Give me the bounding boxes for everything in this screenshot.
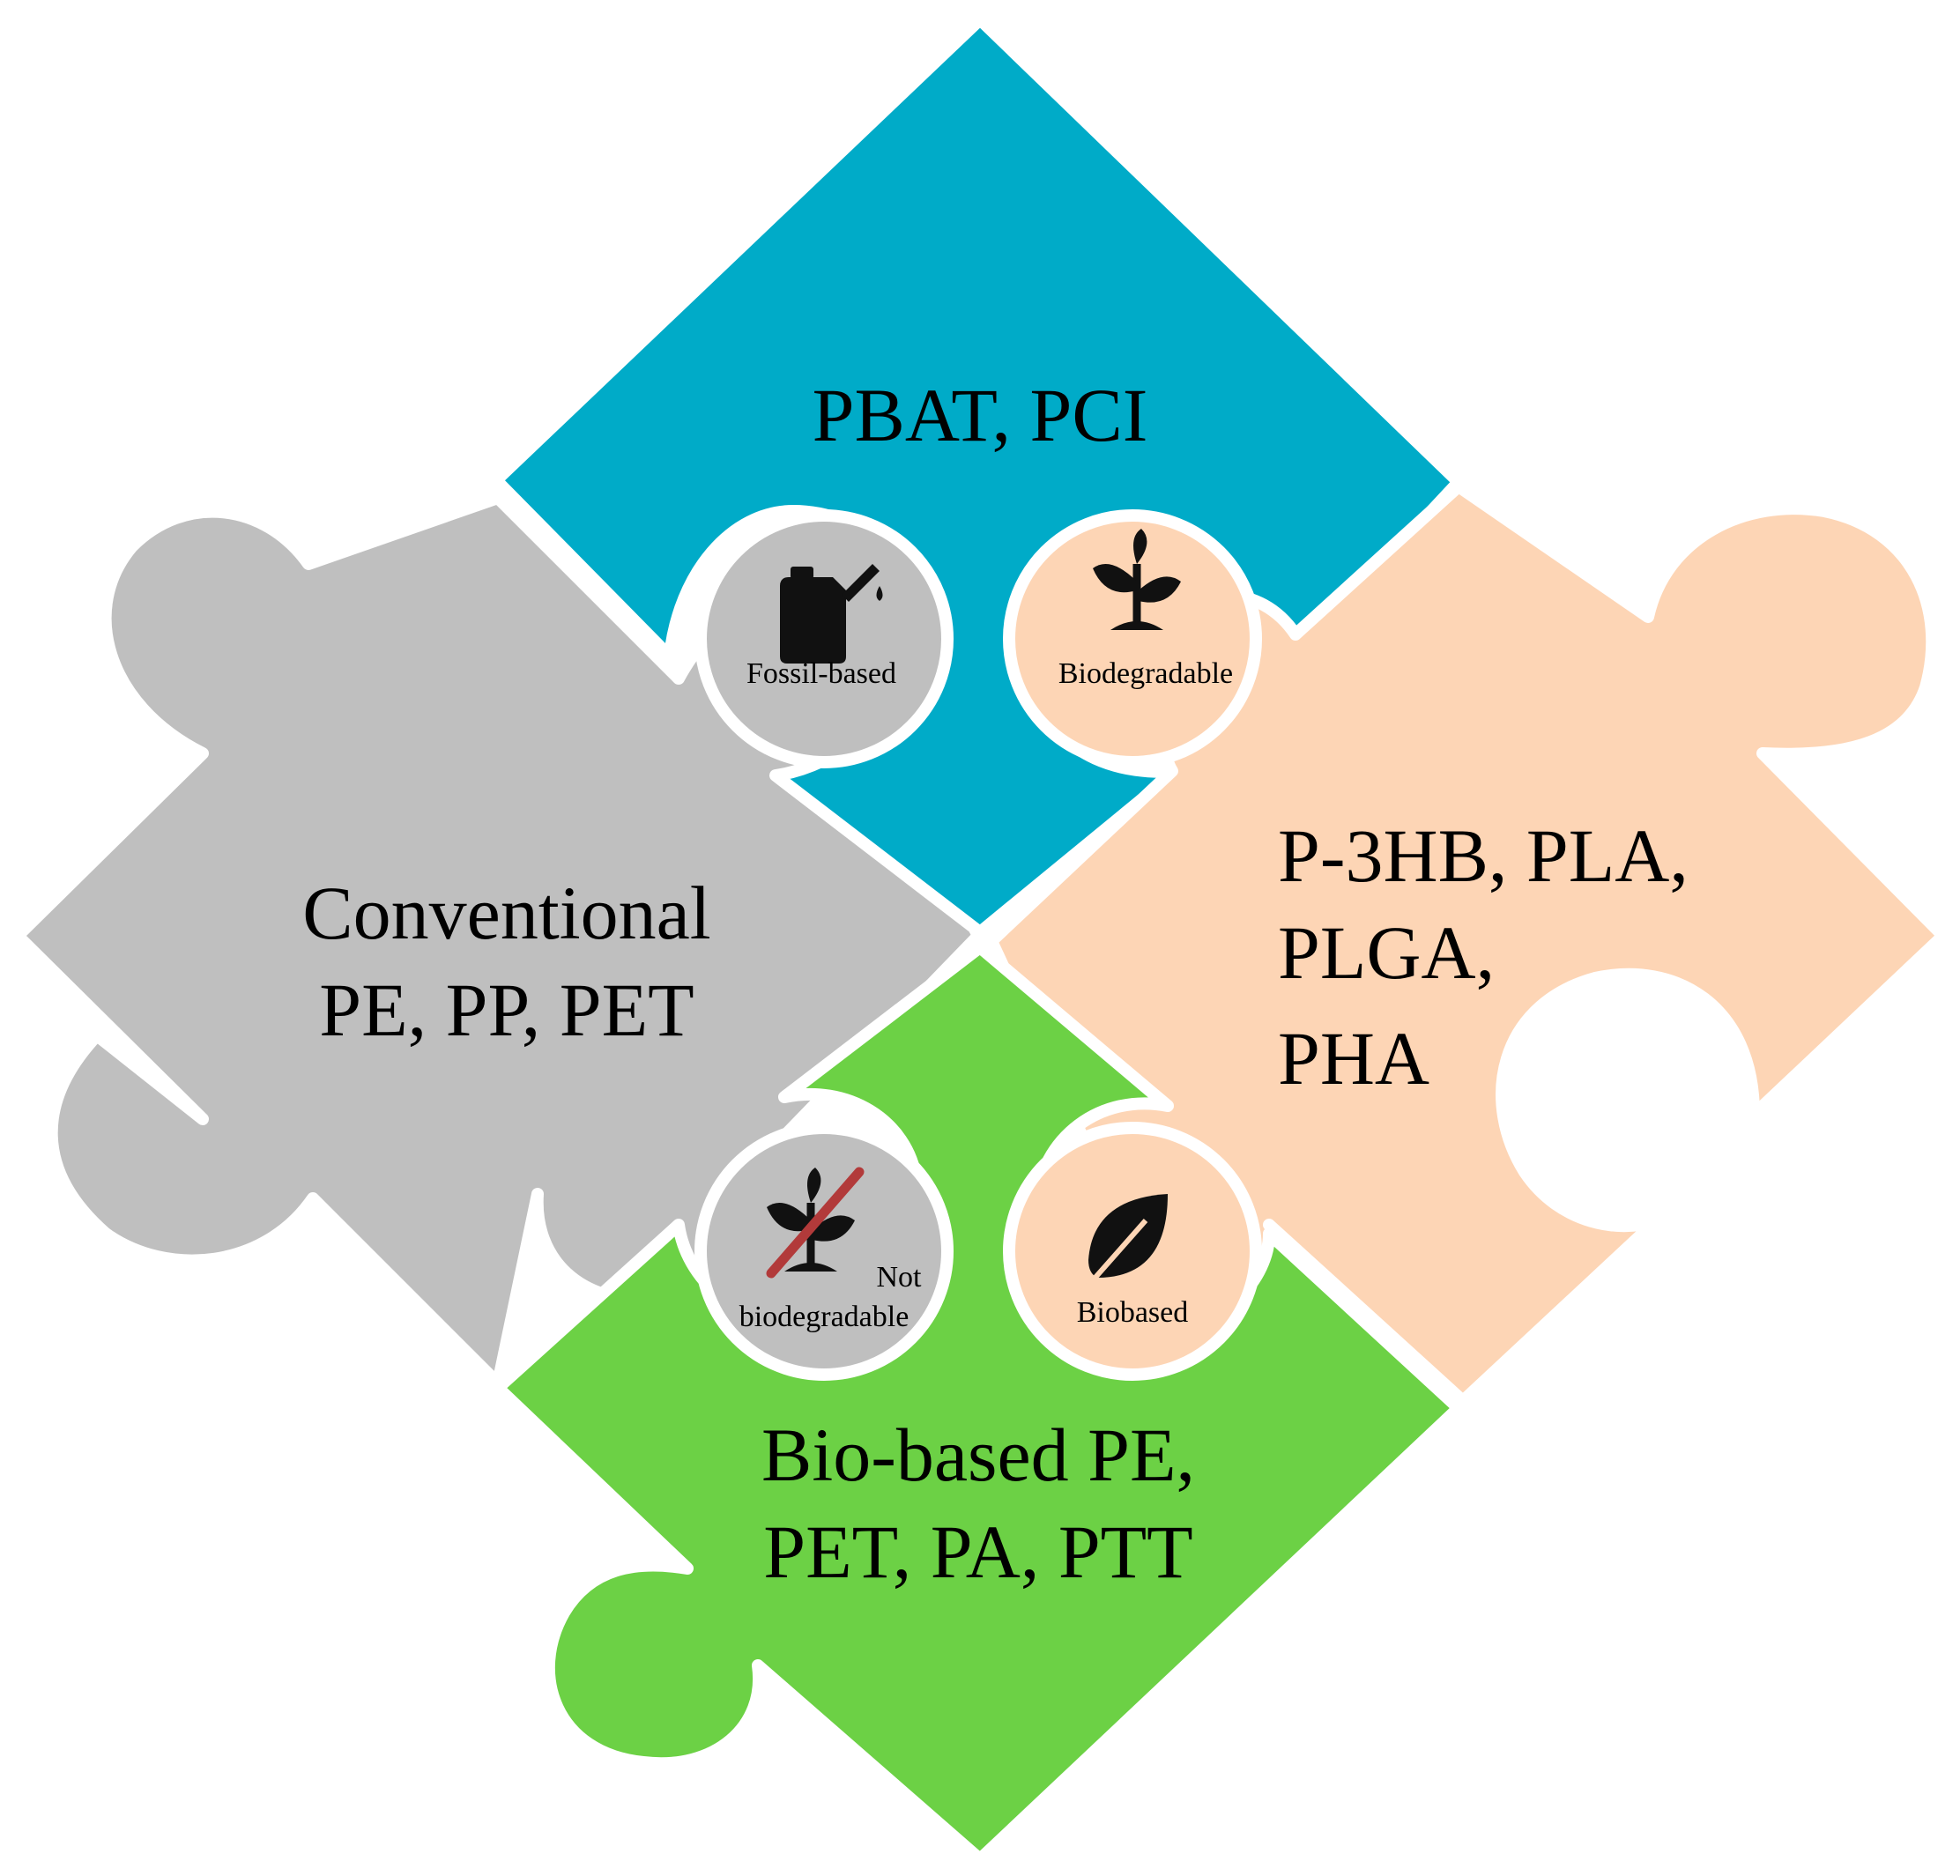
conventional-text: Conventional — [302, 871, 710, 955]
tab-not-biodegradable — [694, 1122, 954, 1381]
fuel-can-icon — [780, 564, 883, 664]
tab-biodegradable — [1003, 509, 1262, 768]
pha-text: PHA — [1278, 1016, 1429, 1101]
tab-circle-not-biodegradable — [694, 1122, 954, 1381]
biodegradable-label: Biodegradable — [1058, 657, 1233, 690]
pet-pa-ptt-text: PET, PA, PTT — [763, 1509, 1192, 1594]
label-p3hb-pla: P-3HB, PLA, PLGA, PHA — [1278, 813, 1689, 1101]
tab-circle-biodegradable — [1003, 509, 1262, 768]
biobased-pe-text: Bio-based PE, — [761, 1413, 1195, 1497]
p3hb-pla-text: P-3HB, PLA, — [1278, 813, 1689, 898]
biodegradable-not-label: biodegradable — [739, 1301, 909, 1333]
label-pbat-pci: PBAT, PCI — [813, 373, 1148, 457]
not-label: Not — [877, 1261, 923, 1294]
crossed-seedling-icon — [766, 1167, 865, 1279]
plga-text: PLGA, — [1278, 910, 1495, 995]
fossil-based-label: Fossil-based — [746, 657, 896, 690]
seedling-icon — [1093, 529, 1181, 630]
label-biobased-pe: Bio-based PE, PET, PA, PTT — [761, 1413, 1195, 1594]
pbat-pci-text: PBAT, PCI — [813, 373, 1148, 457]
pe-pp-pet-text: PE, PP, PET — [319, 968, 694, 1052]
biobased-label: Biobased — [1077, 1296, 1189, 1329]
label-conventional: Conventional PE, PP, PET — [302, 871, 710, 1052]
leaf-icon — [1077, 1194, 1168, 1297]
